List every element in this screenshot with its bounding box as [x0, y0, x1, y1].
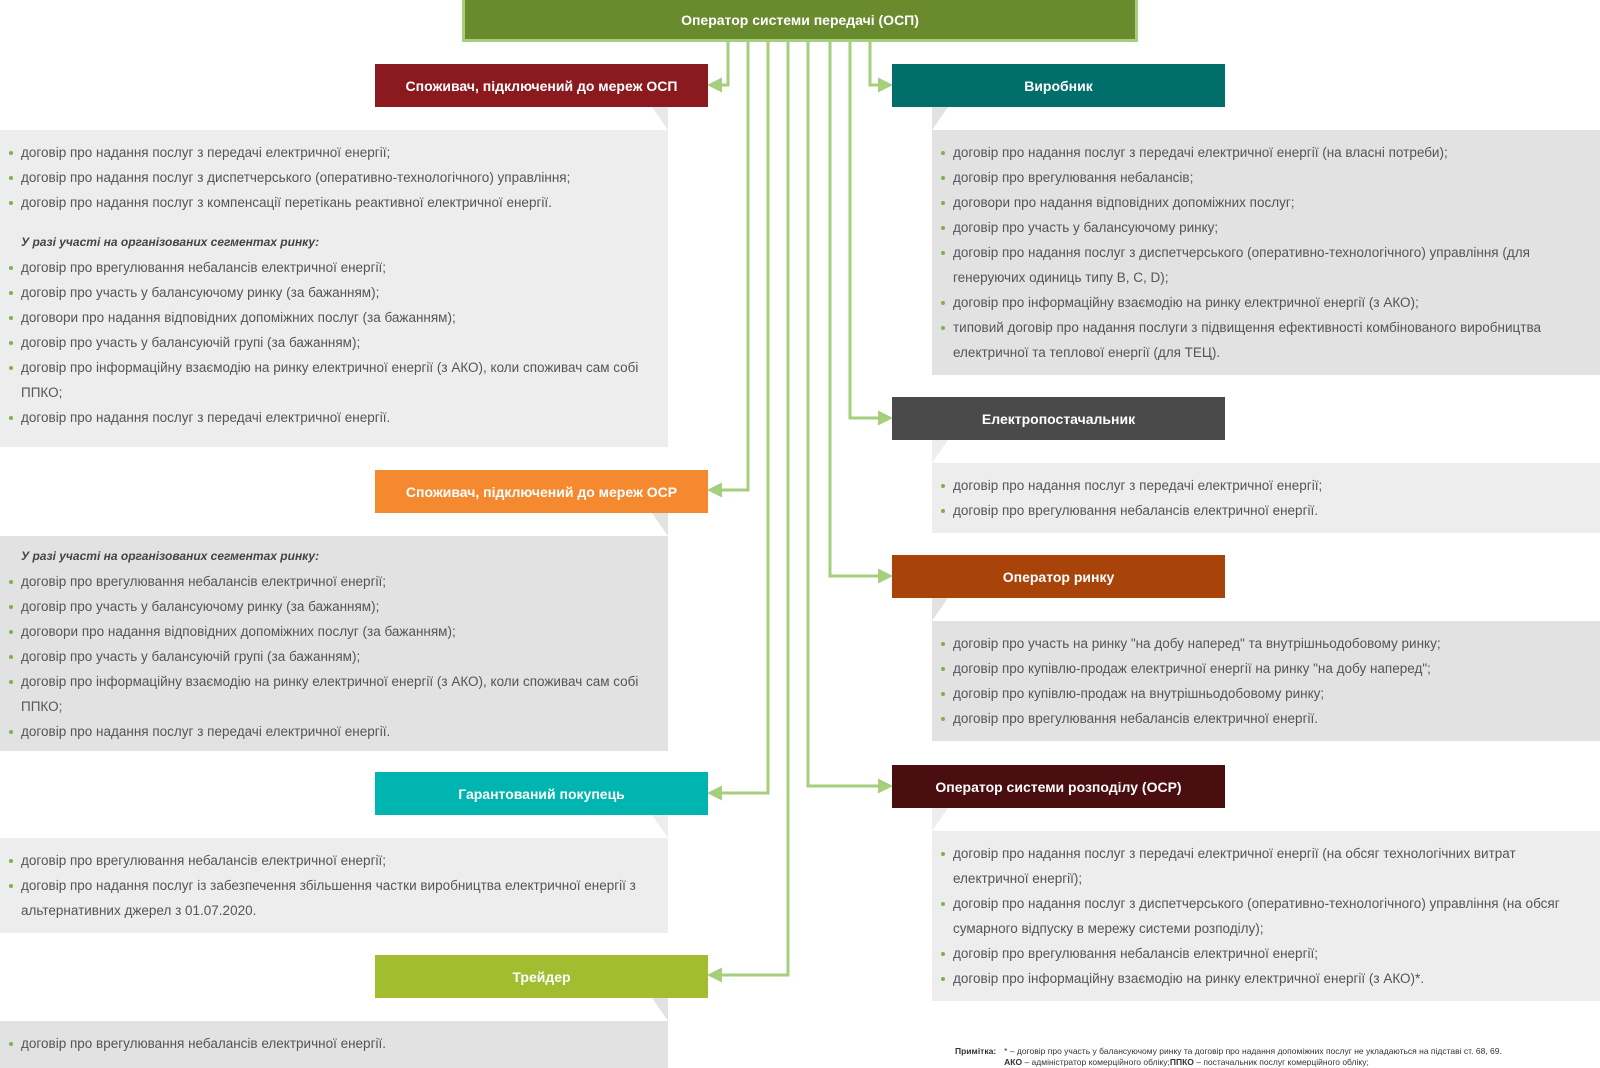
list-item: типовий договір про надання послуги з пі… — [940, 315, 1582, 365]
list-item: договори про надання відповідних допоміж… — [8, 619, 650, 644]
list-item: договір про участь у балансуючому ринку; — [940, 215, 1582, 240]
list-item: договори про надання відповідних допоміж… — [8, 305, 650, 330]
panel-guaranteed-buyer: договір про врегулювання небалансів елек… — [0, 838, 668, 933]
node-consumer-tso: Споживач, підключений до мереж ОСП — [375, 64, 708, 107]
list-item: договір про інформаційну взаємодію на ри… — [940, 966, 1582, 991]
panel-notch — [652, 815, 668, 838]
node-dso: Оператор системи розподілу (ОСР) — [892, 765, 1225, 808]
list-item: договір про врегулювання небалансів елек… — [8, 569, 650, 594]
footnote: Примітка: * – договір про участь у балан… — [955, 1046, 1600, 1068]
list-item: договір про надання послуг із забезпечен… — [8, 873, 650, 923]
footnote-text: – постачальник послуг комерційного облік… — [1193, 1057, 1369, 1067]
list-item: договір про врегулювання небалансів елек… — [8, 255, 650, 280]
node-trader: Трейдер — [375, 955, 708, 998]
node-title: Трейдер — [512, 968, 571, 985]
panel-supplier: договір про надання послуг з передачі ел… — [932, 463, 1600, 533]
node-consumer-dso: Споживач, підключений до мереж ОСР — [375, 470, 708, 513]
list-item: договір про надання послуг з передачі ел… — [8, 140, 650, 165]
node-title: Гарантований покупець — [458, 785, 625, 802]
panel-notch — [932, 440, 948, 463]
node-title: Оператор системи розподілу (ОСР) — [935, 778, 1182, 795]
list-item: договір про купівлю-продаж на внутрішньо… — [940, 681, 1582, 706]
list-item: договір про надання послуг з передачі ел… — [940, 841, 1582, 891]
list-item: договори про надання відповідних допоміж… — [940, 190, 1582, 215]
footnote-text: – адміністратор комерційного обліку; — [1022, 1057, 1170, 1067]
node-title: Оператор ринку — [1002, 568, 1115, 585]
panel-notch — [652, 998, 668, 1021]
list-item: договір про купівлю-продаж електричної е… — [940, 656, 1582, 681]
subheading: У разі участі на організованих сегментах… — [21, 235, 320, 249]
list-item: договір про надання послуг з передачі ел… — [8, 719, 650, 744]
list-item: договір про інформаційну взаємодію на ри… — [8, 355, 650, 405]
list-item: договір про участь у балансуючому ринку … — [8, 280, 650, 305]
panel-producer: договір про надання послуг з передачі ел… — [932, 130, 1600, 375]
connector-right-1 — [868, 42, 893, 93]
list-item: договір про інформаційну взаємодію на ри… — [940, 290, 1582, 315]
node-title: Електропостачальник — [981, 410, 1136, 427]
node-producer: Виробник — [892, 64, 1225, 107]
node-title: Споживач, підключений до мереж ОСР — [405, 483, 678, 500]
list-item: договір про участь у балансуючій групі (… — [8, 644, 650, 669]
node-market-operator: Оператор ринку — [892, 555, 1225, 598]
list-item: договір про надання послуг з диспетчерсь… — [940, 891, 1582, 941]
panel-dso: договір про надання послуг з передачі ел… — [932, 831, 1600, 1001]
list-item: договір про врегулювання небалансів елек… — [940, 941, 1582, 966]
connector-left-1 — [707, 42, 730, 93]
connector-left-4 — [707, 42, 790, 983]
root-title: Оператор системи передачі (ОСП) — [681, 11, 919, 28]
list-item: договір про врегулювання небалансів; — [940, 165, 1582, 190]
panel-notch — [932, 808, 948, 831]
list-item: договір про надання послуг з диспетчерсь… — [940, 240, 1582, 290]
list-item: договір про надання послуг з передачі ел… — [940, 473, 1582, 498]
node-supplier: Електропостачальник — [892, 397, 1225, 440]
panel-consumer-tso: договір про надання послуг з передачі ел… — [0, 130, 668, 447]
list-item: договір про врегулювання небалансів елек… — [940, 498, 1582, 523]
list-item: договір про інформаційну взаємодію на ри… — [8, 669, 650, 719]
connector-left-3 — [707, 42, 770, 801]
list-item: договір про надання послуг з передачі ел… — [940, 140, 1582, 165]
list-item: договір про врегулювання небалансів елек… — [8, 848, 650, 873]
list-item: договір про надання послуг з передачі ел… — [8, 405, 650, 430]
node-title: Споживач, підключений до мереж ОСП — [405, 77, 678, 94]
connector-right-3 — [828, 42, 893, 584]
list-item: договір про участь на ринку "на добу нап… — [940, 631, 1582, 656]
footnote-line: * – договір про участь у балансуючому ри… — [1004, 1046, 1502, 1056]
node-title: Виробник — [1024, 77, 1093, 94]
footnote-abbr: ППКО — [1169, 1057, 1194, 1067]
panel-notch — [652, 107, 668, 130]
panel-notch — [932, 107, 948, 130]
connector-left-2 — [707, 42, 750, 498]
list-item: договір про врегулювання небалансів елек… — [8, 1031, 650, 1056]
panel-trader: договір про врегулювання небалансів елек… — [0, 1021, 668, 1068]
list-item: договір про участь у балансуючій групі (… — [8, 330, 650, 355]
connector-right-4 — [806, 42, 893, 794]
list-item: договір про врегулювання небалансів елек… — [940, 706, 1582, 731]
list-item: договір про участь у балансуючому ринку … — [8, 594, 650, 619]
panel-market-operator: договір про участь на ринку "на добу нап… — [932, 621, 1600, 741]
list-item: договір про надання послуг з диспетчерсь… — [8, 165, 650, 190]
panel-notch — [652, 513, 668, 536]
list-item: договір про надання послуг з компенсації… — [8, 190, 650, 215]
footnote-label: Примітка: — [955, 1046, 997, 1056]
subheading: У разі участі на організованих сегментах… — [21, 549, 320, 563]
connector-right-2 — [848, 42, 893, 426]
node-guaranteed-buyer: Гарантований покупець — [375, 772, 708, 815]
footnote-abbr: АКО — [1004, 1057, 1023, 1067]
panel-notch — [932, 598, 948, 621]
panel-consumer-dso: У разі участі на організованих сегментах… — [0, 536, 668, 751]
root-node: Оператор системи передачі (ОСП) — [462, 0, 1138, 42]
